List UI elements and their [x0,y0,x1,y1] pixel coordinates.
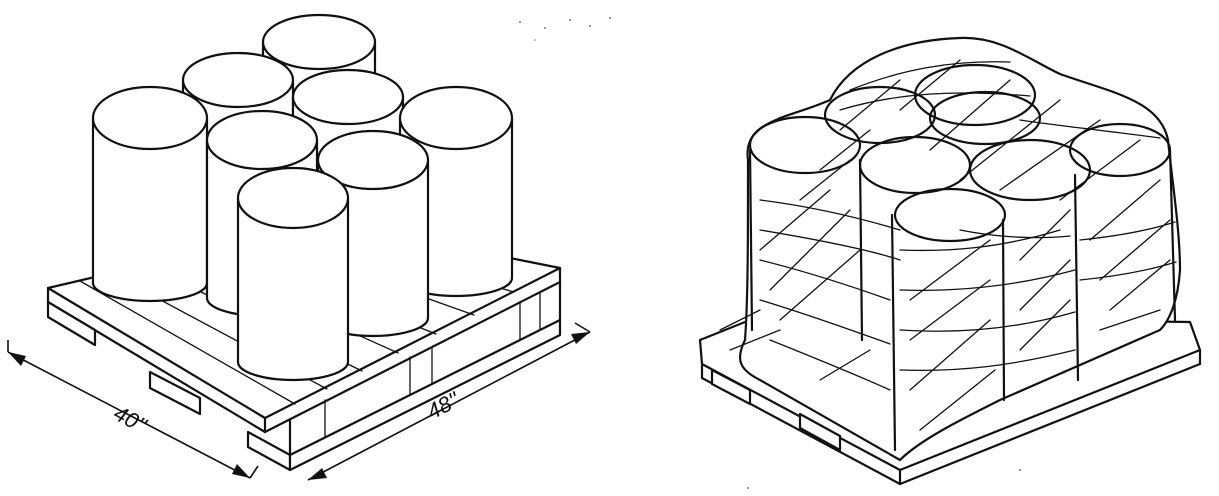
open-pallet-illustration: 40'' 48'' [7,13,591,481]
wrapped-pallet-illustration [698,36,1202,486]
stretch-film-strokes [719,59,1177,431]
paper-speckles [519,17,1021,489]
dimension-label-width: 40'' [110,400,151,438]
drum-top [893,187,1007,243]
pallet-base [46,280,562,472]
drum-top [748,115,862,175]
drum [236,166,350,382]
drum [91,85,209,303]
drum-top [928,90,1042,146]
